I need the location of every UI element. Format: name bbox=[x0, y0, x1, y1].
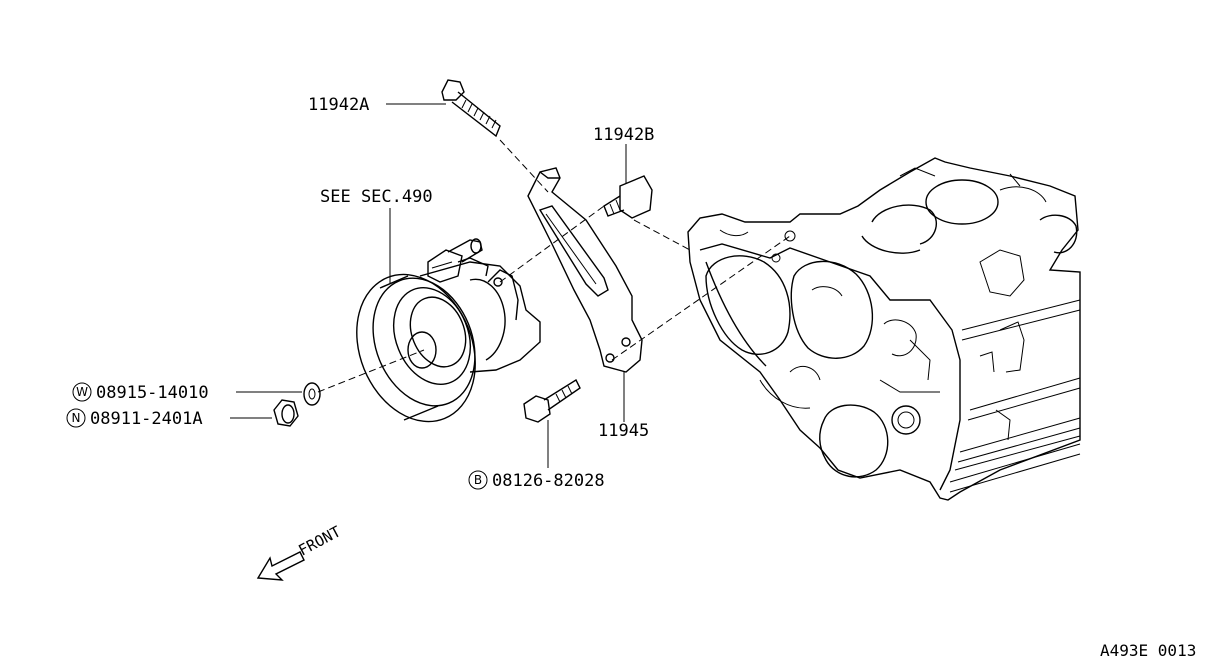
label-front: FRONT bbox=[295, 522, 343, 559]
label-11945: 11945 bbox=[598, 421, 649, 441]
bolt-08126-drawing bbox=[523, 378, 581, 423]
nut-code: N bbox=[72, 411, 81, 425]
front-arrow bbox=[256, 551, 305, 581]
label-nut: 08911-2401A bbox=[90, 409, 203, 429]
nut-code-circle bbox=[66, 408, 86, 428]
label-08126: 08126-82028 bbox=[492, 471, 605, 491]
pump-drawing bbox=[356, 238, 541, 423]
label-washer: 08915-14010 bbox=[96, 383, 209, 403]
washer-drawing bbox=[303, 382, 321, 406]
leader-lines bbox=[230, 103, 627, 468]
engine-block-drawing bbox=[687, 157, 1081, 501]
bolt-11942a-drawing bbox=[441, 79, 501, 138]
bolt-code-circle bbox=[468, 470, 488, 490]
label-see-sec: SEE SEC.490 bbox=[320, 187, 433, 207]
stud-11942b-drawing bbox=[603, 175, 653, 219]
bracket-drawing bbox=[527, 167, 643, 373]
bolt-code: B bbox=[474, 473, 482, 487]
nut-drawing bbox=[273, 399, 299, 427]
washer-code: W bbox=[76, 385, 88, 399]
washer-code-circle bbox=[72, 382, 92, 402]
label-11942a: 11942A bbox=[308, 95, 369, 115]
assembly-lines bbox=[317, 139, 791, 393]
label-11942b: 11942B bbox=[593, 125, 654, 145]
diagram-id: A493E 0013 bbox=[1100, 641, 1196, 660]
